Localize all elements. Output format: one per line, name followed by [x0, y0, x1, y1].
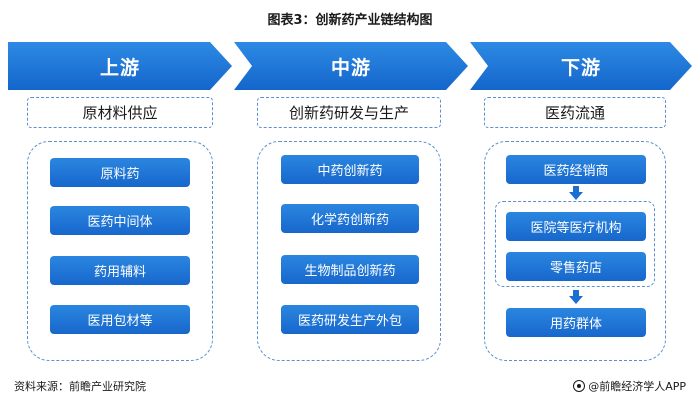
stage-arrow-midstream: 中游 [234, 42, 468, 90]
upstream-item: 药用辅料 [50, 256, 190, 285]
downstream-retail-group [495, 201, 655, 287]
downstream-item: 医院等医疗机构 [506, 212, 646, 241]
chart-title: 图表3：创新药产业链结构图 [267, 13, 433, 28]
brand-note: @前瞻经济学人APP [573, 378, 686, 394]
upstream-item: 医药中间体 [50, 206, 190, 235]
source-note: 资料来源：前瞻产业研究院 [14, 380, 146, 393]
downstream-item: 用药群体 [506, 308, 646, 337]
midstream-item: 中药创新药 [281, 155, 419, 184]
section-label-downstream: 医药流通 [484, 97, 666, 128]
down-arrow-icon [569, 186, 583, 200]
brand-logo-icon [573, 380, 586, 392]
midstream-item: 医药研发生产外包 [281, 305, 419, 334]
upstream-item: 原料药 [50, 158, 190, 187]
stage-arrow-upstream: 上游 [8, 42, 232, 90]
stage-name-upstream: 上游 [99, 56, 140, 79]
stage-name-midstream: 中游 [330, 56, 371, 79]
upstream-item: 医用包材等 [50, 305, 190, 334]
stage-arrow-downstream: 下游 [470, 42, 692, 90]
section-label-midstream: 创新药研发与生产 [257, 97, 441, 128]
down-arrow-icon [569, 290, 583, 304]
brand-text: @前瞻经济学人APP [588, 380, 686, 393]
stage-name-downstream: 下游 [560, 56, 601, 79]
downstream-item: 零售药店 [506, 252, 646, 281]
midstream-item: 化学药创新药 [281, 204, 419, 233]
section-label-upstream: 原材料供应 [27, 97, 213, 128]
midstream-item: 生物制品创新药 [281, 255, 419, 284]
downstream-item: 医药经销商 [506, 155, 646, 184]
